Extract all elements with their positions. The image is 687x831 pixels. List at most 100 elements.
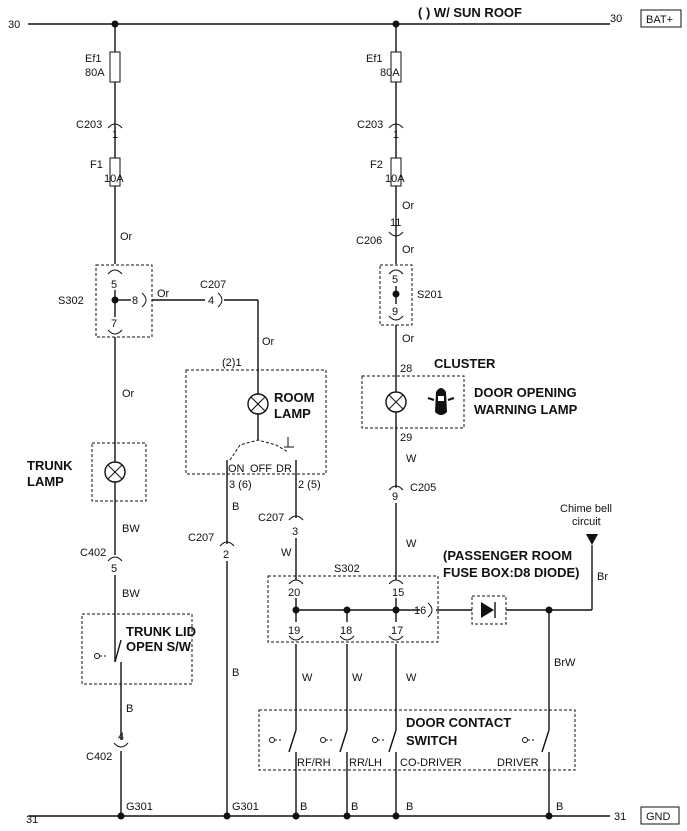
room-lamp-pin-left: 3 (6) [229,479,252,491]
s302-lower-pin-17: 17 [391,625,403,637]
bat-terminal-box [640,9,682,28]
trunk-lamp-title-1: TRUNK [27,458,73,473]
cluster-warning-title-2: WARNING LAMP [474,402,578,417]
door-switch-rr [320,729,348,816]
c207-right-wire-w: W [281,547,292,559]
splice-s302-lower: S302 20 15 16 19 18 17 [267,563,439,643]
left-fuse-chain: Ef1 80A C203 1 F1 10A Or [76,24,133,264]
cluster-pin-29: 29 [400,432,412,444]
rail-31-left: 31 [26,814,38,826]
c207-right-label: C207 [258,512,284,524]
c207-mid-wire-b-top: B [232,501,239,513]
connector-c203-left-pin: 1 [112,129,118,141]
rail-30-right: 30 [610,13,622,25]
s302-lower-pin-15: 15 [392,587,404,599]
connector-c203-right-label: C203 [357,119,383,131]
connector-c207-mid: B C207 2 B [188,501,239,816]
chime-label-1: Chime bell [560,503,612,515]
trunk-lid-switch: TRUNK LID OPEN S/W B 4 C402 [81,613,196,816]
diode-note-1: (PASSENGER ROOM [443,548,572,563]
door-open-car-icon [427,388,455,415]
c207-right-pin: 3 [292,526,298,538]
connector-c203-left-label: C203 [76,119,102,131]
connector-c203-right-pin: 1 [393,129,399,141]
connector-c203-left [107,123,123,129]
ground-rail: 31 31 GND G301 G301 B B B B [26,801,680,826]
fuse-ef1-left-name: Ef1 [85,53,102,65]
door-switch-driver [522,729,550,816]
ground-wire-b-2: B [351,801,358,813]
diode-note-2: FUSE BOX:D8 DIODE) [443,565,580,580]
door-contact-switch-group: DOOR CONTACT SWITCH W W W [258,644,576,816]
s302-lower-pin-19: 19 [288,625,300,637]
wire-or-left: Or [120,231,133,243]
c402-lower-pin: 4 [118,731,124,743]
fuse-ef1-left [109,51,121,83]
door-contact-title-2: SWITCH [406,733,457,748]
fuse-f1-rating: 10A [104,173,124,185]
ground-wire-b-1: B [300,801,307,813]
door-contact-title-1: DOOR CONTACT [406,715,511,730]
trunk-switch-title-1: TRUNK LID [126,624,196,639]
sun-roof-note: ( ) W/ SUN ROOF [418,5,522,20]
c402-upper-label: C402 [80,547,106,559]
s302-lower-pin-16: 16 [414,605,426,617]
diode-symbol [481,602,494,618]
room-lamp-pin-label: (2)1 [222,357,242,369]
fuse-f2-name: F2 [370,159,383,171]
room-lamp-switch-dr: DR [276,463,292,475]
wire-or-right-b: Or [402,244,415,256]
door-wire-w-1: W [302,672,313,684]
fuse-ef1-right-rating: 80A [380,67,400,79]
trunk-switch-wire-b: B [126,703,133,715]
fuse-f1-name: F1 [90,159,103,171]
c207-mid-label: C207 [188,532,214,544]
s201-pin-9: 9 [392,306,398,318]
cluster-pin-28: 28 [400,363,412,375]
room-lamp-title-2: LAMP [274,406,311,421]
trunk-lamp: TRUNK LAMP BW C402 5 BW [27,442,147,640]
s302-pin-5: 5 [111,279,117,291]
door-switch-driver-label: DRIVER [497,757,539,769]
wire-or-right-a: Or [402,200,415,212]
splice-s201: 5 9 S201 Or [379,264,443,392]
s302-pin-7: 7 [111,318,117,330]
bat-terminal-label: BAT+ [646,14,673,26]
chime-label-2: circuit [572,516,601,528]
chime-wire-brw: BrW [554,657,576,669]
cluster-wire-w: W [406,453,417,465]
top-power-rail: 30 30 ( ) W/ SUN ROOF BAT+ [8,5,682,31]
s302-name: S302 [58,295,84,307]
c205-wire-w: W [406,538,417,550]
splice-s302-upper: 5 8 7 S302 Or [58,264,170,338]
trunk-lamp-title-2: LAMP [27,474,64,489]
rail-31-right: 31 [614,811,626,823]
s302-pin-8: 8 [132,295,138,307]
trunk-wire-bw-2: BW [122,588,140,600]
g301-left: G301 [126,801,153,813]
room-lamp-pin-right: 2 (5) [298,479,321,491]
s201-wire-or: Or [402,333,415,345]
cluster-warning-title-1: DOOR OPENING [474,385,577,400]
fuse-f2 [390,157,402,187]
s302-wire-or: Or [157,288,170,300]
gnd-terminal-label: GND [646,811,671,823]
ground-wire-b-4: B [556,801,563,813]
c205-label: C205 [410,482,436,494]
door-switch-rr-label: RR/LH [349,757,382,769]
door-switch-co-driver [372,729,397,816]
right-fuse-chain: Ef1 80A C203 1 F2 10A Or 11 C206 Or [356,24,415,264]
c207-mid-pin: 2 [223,549,229,561]
wire-s302-to-c207: 4 C207 Or [152,279,275,395]
fuse-f2-rating: 10A [385,173,405,185]
diode-and-chime: Chime bell circuit Br (PASSENGER ROOM FU… [436,503,612,730]
connector-c207-right: C207 3 W [258,512,304,580]
c205-pin: 9 [392,491,398,503]
c402-lower-label: C402 [86,751,112,763]
s201-name: S201 [417,289,443,301]
fuse-f1 [109,157,121,187]
door-switch-rf-label: RF/RH [297,757,331,769]
chime-wire-br: Br [597,571,608,583]
s302-lower-pin-20: 20 [288,587,300,599]
g301-right: G301 [232,801,259,813]
